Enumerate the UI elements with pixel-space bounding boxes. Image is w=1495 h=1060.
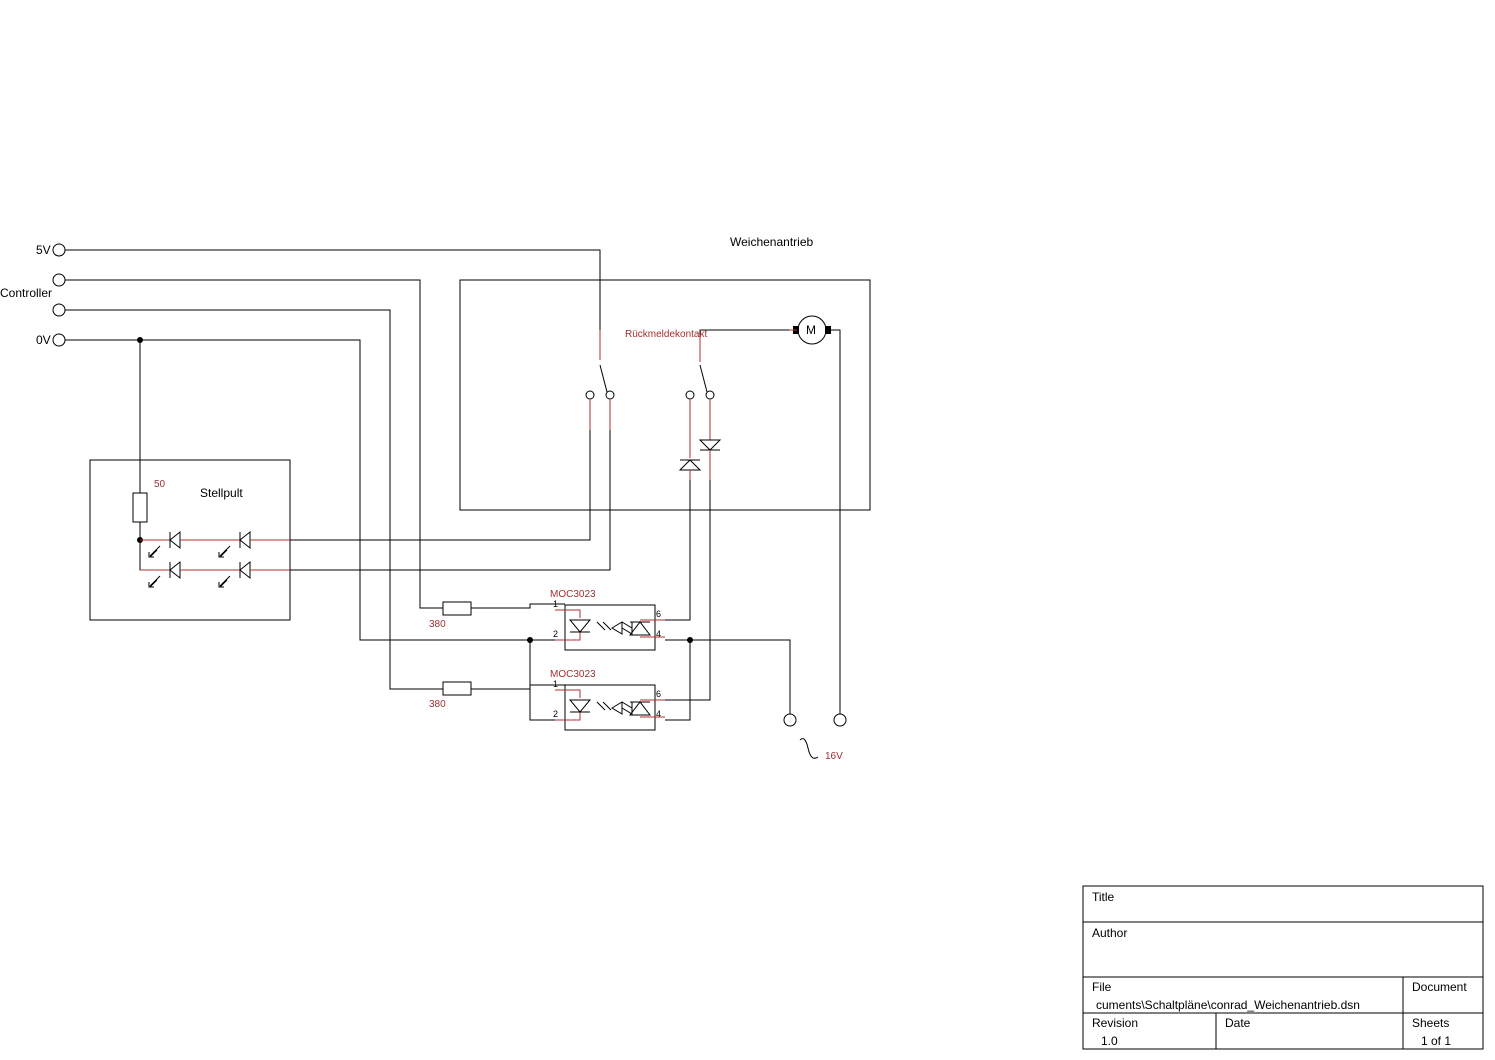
junction-pin2	[527, 637, 533, 643]
label-stellpult: Stellpult	[200, 486, 243, 500]
label-motor: M	[806, 323, 816, 337]
label-moc-top: MOC3023	[550, 589, 596, 600]
wire-switch-b-led	[290, 430, 611, 571]
label-rueckmeldekontakt: Rückmeldekontakt	[625, 329, 707, 340]
tb-author-label: Author	[1092, 926, 1127, 940]
tb-sheets-label: Sheets	[1412, 1016, 1449, 1030]
label-r-top: 380	[429, 619, 446, 630]
led-row-1	[140, 530, 290, 558]
led-row-2	[140, 560, 290, 588]
tb-file-value: cuments\Schaltpläne\conrad_Weichenantrie…	[1096, 998, 1360, 1012]
moc3023-bottom: MOC3023 1 2 6 4	[550, 669, 665, 731]
wire-diode1-moc1	[665, 480, 691, 621]
svg-text:4: 4	[656, 629, 661, 639]
ac-terminals: 16V	[783, 713, 847, 762]
tb-document-label: Document	[1412, 980, 1467, 994]
junction-pin4	[687, 637, 693, 643]
resistor-led	[132, 492, 148, 523]
wire-controller-1	[65, 279, 443, 609]
label-r-bottom: 380	[429, 699, 446, 710]
weichenantrieb-block: Weichenantrieb Rückmeldekontakt	[459, 235, 871, 511]
terminal-0v	[52, 333, 66, 347]
wire-pin2-common	[529, 640, 555, 721]
wire-5v	[65, 249, 601, 360]
wire-pin4-link	[665, 640, 691, 721]
junctions	[137, 337, 693, 643]
label-weichenantrieb: Weichenantrieb	[730, 235, 813, 249]
stellpult-block: Stellpult 50	[89, 459, 291, 621]
motor: M	[789, 315, 831, 345]
label-controller: Controller	[0, 286, 52, 300]
terminal-controller-2	[52, 303, 66, 317]
wires	[65, 249, 841, 721]
label-0v: 0V	[36, 333, 51, 347]
svg-text:6: 6	[656, 689, 661, 699]
tb-date-label: Date	[1225, 1016, 1251, 1030]
moc3023-top: MOC3023 1 2 6 4	[550, 589, 665, 651]
switch-feedback	[685, 335, 715, 458]
svg-text:2: 2	[553, 709, 558, 719]
svg-text:2: 2	[553, 629, 558, 639]
terminal-ac-2	[833, 713, 847, 727]
label-ac: 16V	[825, 751, 843, 762]
ac-symbol	[799, 738, 819, 759]
tb-file-label: File	[1092, 980, 1112, 994]
terminal-controller-1	[52, 273, 66, 287]
wire-motor-ac	[829, 329, 841, 714]
terminal-5v	[52, 243, 66, 257]
switch-main	[585, 330, 615, 430]
wire-0v	[65, 339, 555, 641]
label-r-led: 50	[154, 479, 166, 490]
wire-pin4-ac	[665, 639, 791, 714]
junction-0v	[137, 337, 143, 343]
svg-text:6: 6	[656, 609, 661, 619]
motor-symbol	[797, 315, 827, 345]
diode-1	[678, 459, 702, 480]
terminal-ac-1	[783, 713, 797, 727]
diode-2	[698, 439, 722, 480]
label-5v: 5V	[36, 243, 51, 257]
tb-revision-label: Revision	[1092, 1016, 1138, 1030]
wire-diode2-moc2	[665, 480, 711, 701]
wire-controller-2	[65, 309, 443, 690]
input-terminals: 5V Controller 0V	[0, 243, 66, 347]
title-block: Title Author File cuments\Schaltpläne\co…	[1082, 885, 1484, 1050]
wire-r1-moc1	[471, 603, 565, 609]
wire-motor-contact	[699, 329, 793, 358]
svg-text:4: 4	[656, 709, 661, 719]
wire-r2-moc2	[471, 684, 565, 690]
svg-text:1: 1	[553, 599, 558, 609]
wire-switch-a-led	[290, 430, 591, 541]
tb-revision-value: 1.0	[1101, 1034, 1118, 1048]
tb-title-label: Title	[1092, 890, 1115, 904]
weichenantrieb-box	[459, 279, 871, 511]
resistor-380-top: 380	[429, 601, 472, 630]
tb-sheets-value: 1 of 1	[1421, 1034, 1451, 1048]
label-moc-bottom: MOC3023	[550, 669, 596, 680]
resistor-380-bottom: 380	[429, 681, 472, 710]
svg-text:1: 1	[553, 679, 558, 689]
